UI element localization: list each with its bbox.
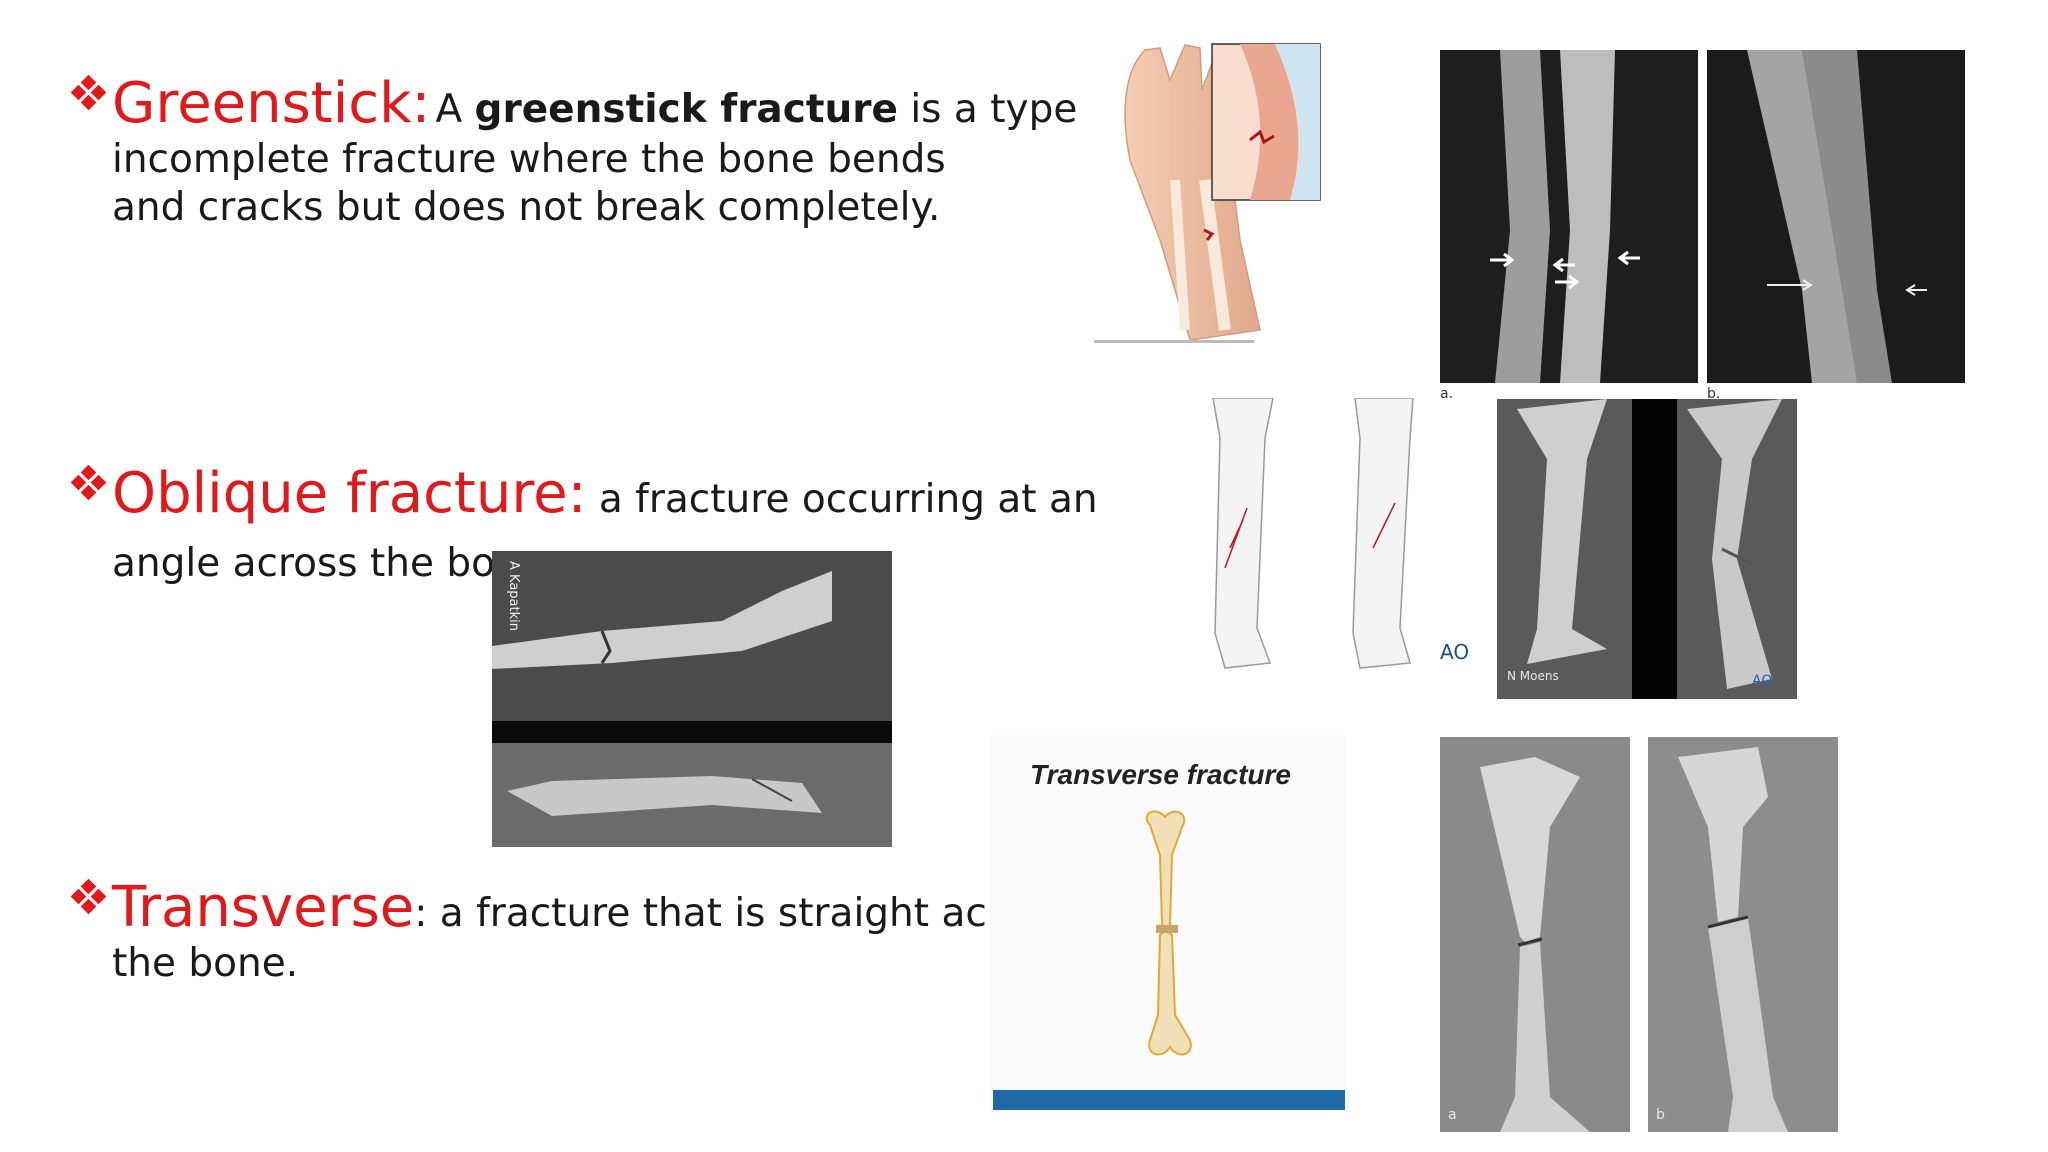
greenstick-illustration — [1090, 40, 1330, 350]
transverse-illustration: Transverse fracture — [990, 735, 1345, 1110]
desc-oblique-rest: angle across the bone — [112, 541, 544, 586]
term-transverse: Transverse — [112, 875, 415, 940]
bullet-greenstick: Greenstick: A greenstick fracture is a t… — [70, 71, 1127, 232]
xray-credit-moens: N Moens — [1507, 669, 1559, 683]
desc-transverse-rest: the bone. — [112, 941, 299, 986]
xray-credit-kapatkin: A Kapatkin — [506, 561, 521, 631]
diamond-bullet-icon — [70, 878, 107, 915]
term-greenstick: Greenstick: — [112, 71, 431, 136]
xray-label-b: b. — [1707, 386, 1721, 402]
ao-logo: AO — [1440, 640, 1470, 664]
forearm-drawing — [1094, 43, 1321, 343]
desc-oblique: a fracture occurring at an — [586, 477, 1098, 522]
bullet-oblique: Oblique fracture: a fracture occurring a… — [70, 461, 1098, 588]
oblique-bone-illustration — [1195, 398, 1435, 676]
diamond-bullet-icon — [70, 464, 107, 501]
desc-transverse: : a fracture that is straight across — [414, 891, 1067, 936]
xray-label-a: a. — [1440, 386, 1454, 402]
transverse-xray-a: a — [1440, 737, 1630, 1132]
transverse-xray-b: b — [1648, 737, 1838, 1132]
diamond-bullet-icon — [70, 74, 107, 111]
transverse-illustration-title: Transverse fracture — [1030, 759, 1291, 790]
oblique-xray-left: A Kapatkin — [492, 551, 892, 847]
desc-greenstick-bold: greenstick fracture — [474, 87, 898, 132]
desc-greenstick-pre: A — [435, 87, 475, 132]
desc-greenstick-rest: incomplete fracture where the bone bends… — [112, 137, 946, 230]
xray-label-b2: b — [1656, 1107, 1665, 1123]
bullet-transverse: Transverse: a fracture that is straight … — [70, 875, 1066, 988]
xray-ao-logo: AO — [1752, 673, 1773, 689]
oblique-xray-right: N Moens AO — [1497, 399, 1797, 699]
greenstick-xray-b — [1707, 50, 1965, 383]
xray-label-a2: a — [1448, 1107, 1457, 1123]
term-oblique: Oblique fracture: — [112, 461, 587, 526]
greenstick-xray-a — [1440, 50, 1698, 383]
